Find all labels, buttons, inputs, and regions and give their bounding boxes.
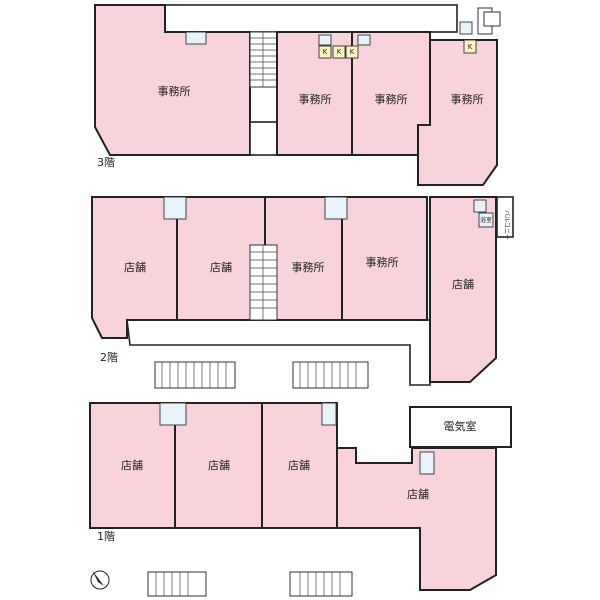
toilet-1f-1 (159, 402, 187, 426)
room-2f-office-2 (341, 196, 428, 321)
stairs-2f-east (292, 361, 369, 389)
corridor-3f (164, 4, 458, 33)
toilet-3f-2 (318, 34, 332, 46)
shaft-3f (483, 11, 501, 27)
kitchen-3f-1 (332, 45, 346, 59)
toilet-2f-1 (163, 196, 187, 220)
room-label-2f-3: 事務所 (292, 260, 325, 274)
room-1f-shop-4 (336, 447, 497, 591)
toilet-1f-3 (419, 451, 435, 475)
floor-2: 浴室 バルコニー 店舗 店舗 事務所 事務所 店舗 2階 (91, 196, 514, 389)
room-label-3f-4: 事務所 (451, 92, 484, 106)
kitchen-label-3f-1: K (323, 48, 328, 56)
room-label-2f-4: 事務所 (366, 255, 399, 269)
kitchen-3f-3 (318, 45, 332, 59)
balcony-label-2f: バルコニー (503, 210, 510, 240)
floor-label-1f: 1階 (97, 529, 115, 543)
balcony-2f (496, 196, 514, 238)
kitchen-label-3f-3: K (350, 48, 355, 56)
room-label-1f-4: 店舗 (407, 487, 429, 501)
stairs-2f (249, 244, 278, 321)
toilet-2f-3 (473, 199, 487, 213)
bath-2f (478, 212, 494, 228)
kitchen-label-3f-4: K (468, 43, 473, 51)
toilet-3f-3 (357, 34, 371, 46)
kitchen-label-3f-2: K (337, 48, 342, 56)
room-3f-office-4 (417, 39, 498, 186)
kitchen-3f-4 (463, 39, 477, 54)
room-label-3f-3: 事務所 (375, 92, 408, 106)
room-label-1f-2: 店舗 (208, 458, 230, 472)
room-2f-shop-3 (429, 196, 497, 383)
room-label-2f-5: 店舗 (452, 277, 474, 291)
floor-3: K K K K 事務所 事務所 事務所 事務所 3階 (94, 4, 501, 186)
electric-room-1f (409, 406, 512, 448)
stairs-1f-west (147, 571, 207, 597)
floor-label-2f: 2階 (100, 350, 118, 364)
room-label-2f-1: 店舗 (124, 260, 146, 274)
room-label-3f-1: 事務所 (158, 84, 191, 98)
north-arrow-icon (90, 570, 110, 590)
toilet-1f-2 (321, 402, 337, 426)
floor-label-3f: 3階 (97, 155, 115, 169)
room-3f-office-1 (94, 4, 251, 156)
room-label-2f-2: 店舗 (210, 260, 232, 274)
stairs-1f-east (289, 571, 353, 597)
toilet-2f-2 (324, 196, 348, 220)
floor-1: 電気室 店舗 店舗 店舗 店舗 1階 (89, 402, 512, 597)
kitchen-3f-2 (345, 45, 359, 59)
room-1f-shop-2 (174, 402, 263, 529)
room-label-3f-2: 事務所 (299, 92, 332, 106)
stair-landing-3f (249, 121, 278, 156)
bath-label-2f: 浴室 (480, 216, 492, 224)
room-label-1f-1: 店舗 (121, 458, 143, 472)
stairs-3f (249, 31, 278, 88)
electric-room-label-1f: 電気室 (444, 419, 477, 433)
room-label-1f-3: 店舗 (288, 458, 310, 472)
toilet-3f-1 (185, 31, 207, 45)
stairs-2f-west (154, 361, 236, 389)
toilet-3f-4 (459, 21, 473, 35)
